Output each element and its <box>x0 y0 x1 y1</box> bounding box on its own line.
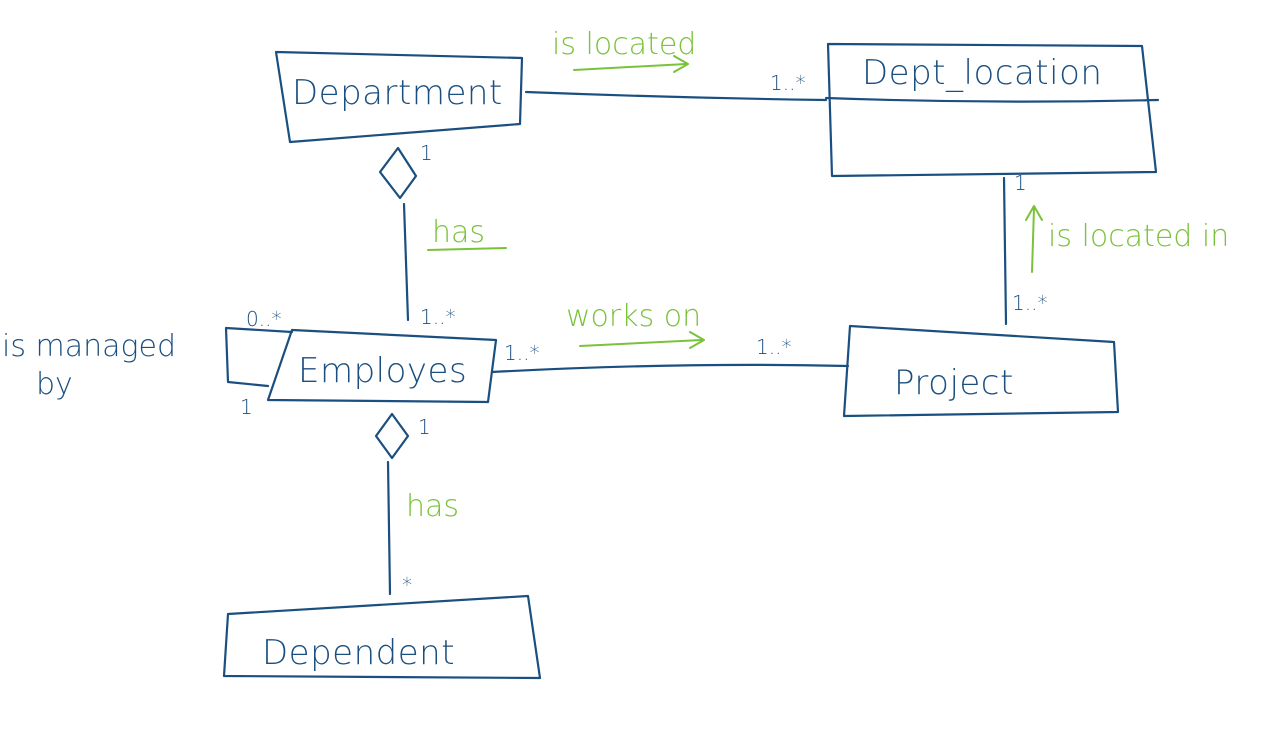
project-box <box>842 324 1120 418</box>
mult-dept-location-side: 1..* <box>770 71 805 95</box>
mult-employee-side-dept: 1..* <box>420 305 455 329</box>
mult-employee-side-dependent: 1 <box>418 415 431 439</box>
assoc-label-has-employee: has <box>406 489 459 524</box>
project-label: Project <box>894 363 1014 403</box>
arrow-works-on <box>579 331 705 349</box>
assoc-label-works-on: works on <box>566 299 701 334</box>
mult-department-side: 1 <box>420 141 433 165</box>
assoc-label-is-located: is located <box>552 27 696 62</box>
arrow-is-located <box>573 55 689 73</box>
arrow-is-located-in <box>1025 205 1043 273</box>
self-assoc-label-line1: is managed <box>2 329 176 364</box>
mult-project-side-employee: 1..* <box>756 335 791 359</box>
department-label: Department <box>292 73 503 113</box>
aggregation-diamond-employee <box>374 412 410 460</box>
underline-has-dept <box>427 247 507 251</box>
mult-self-one: 1 <box>240 395 253 419</box>
mult-employee-side-project: 1..* <box>504 341 539 365</box>
dependent-label: Dependent <box>262 633 455 673</box>
assoc-line-department-dept-location <box>524 90 828 102</box>
department-box <box>274 50 524 144</box>
assoc-line-department-employee <box>402 202 410 322</box>
mult-project-side-location: 1..* <box>1012 291 1047 315</box>
dept-location-box <box>826 42 1158 178</box>
aggregation-diamond-department <box>378 146 418 200</box>
self-assoc-label-line2: by <box>36 367 73 402</box>
employee-box <box>266 328 498 404</box>
dept-location-divider <box>824 96 1160 103</box>
assoc-line-project-dept-location <box>1002 176 1008 326</box>
self-assoc-loop <box>224 326 294 388</box>
assoc-label-is-located-in: is located in <box>1048 219 1229 254</box>
mult-dependent-side: * <box>402 573 412 597</box>
mult-dept-location-side-project: 1 <box>1014 171 1027 195</box>
dependent-box <box>222 594 542 680</box>
mult-self-many: 0..* <box>246 307 281 331</box>
employee-label: Employes <box>298 351 467 391</box>
dept-location-label: Dept_location <box>862 53 1102 93</box>
assoc-line-employee-dependent <box>386 460 392 596</box>
assoc-label-has-dept: has <box>432 215 485 250</box>
assoc-line-employee-project <box>490 363 850 374</box>
